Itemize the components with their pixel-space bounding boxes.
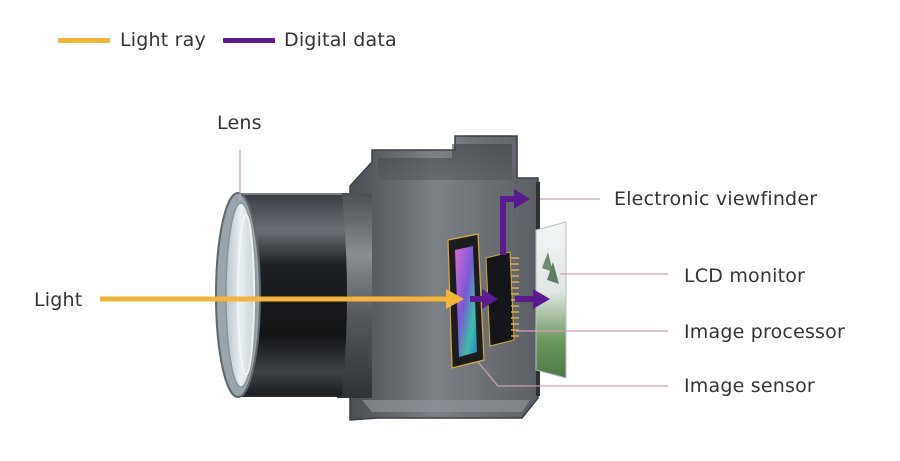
label-light: Light: [34, 289, 83, 311]
label-lcd-monitor: LCD monitor: [684, 265, 806, 287]
label-electronic-viewfinder: Electronic viewfinder: [614, 188, 818, 210]
legend-label-light-ray: Light ray: [120, 29, 206, 51]
digital-data-arrows: [470, 189, 550, 309]
image-sensor: [447, 233, 485, 369]
legend-swatch-light-ray: [58, 38, 110, 43]
light-ray-arrow: [100, 289, 464, 309]
legend-label-digital-data: Digital data: [284, 29, 397, 51]
label-lens: Lens: [217, 112, 262, 134]
legend-swatch-digital-data: [223, 38, 275, 43]
label-image-sensor: Image sensor: [684, 375, 815, 397]
lens-glass: [215, 192, 261, 398]
label-image-processor: Image processor: [684, 321, 845, 343]
leader-lines: [239, 150, 668, 387]
lens-barrel: [236, 193, 347, 397]
lcd-monitor: [535, 221, 567, 379]
image-processor: [485, 251, 519, 347]
